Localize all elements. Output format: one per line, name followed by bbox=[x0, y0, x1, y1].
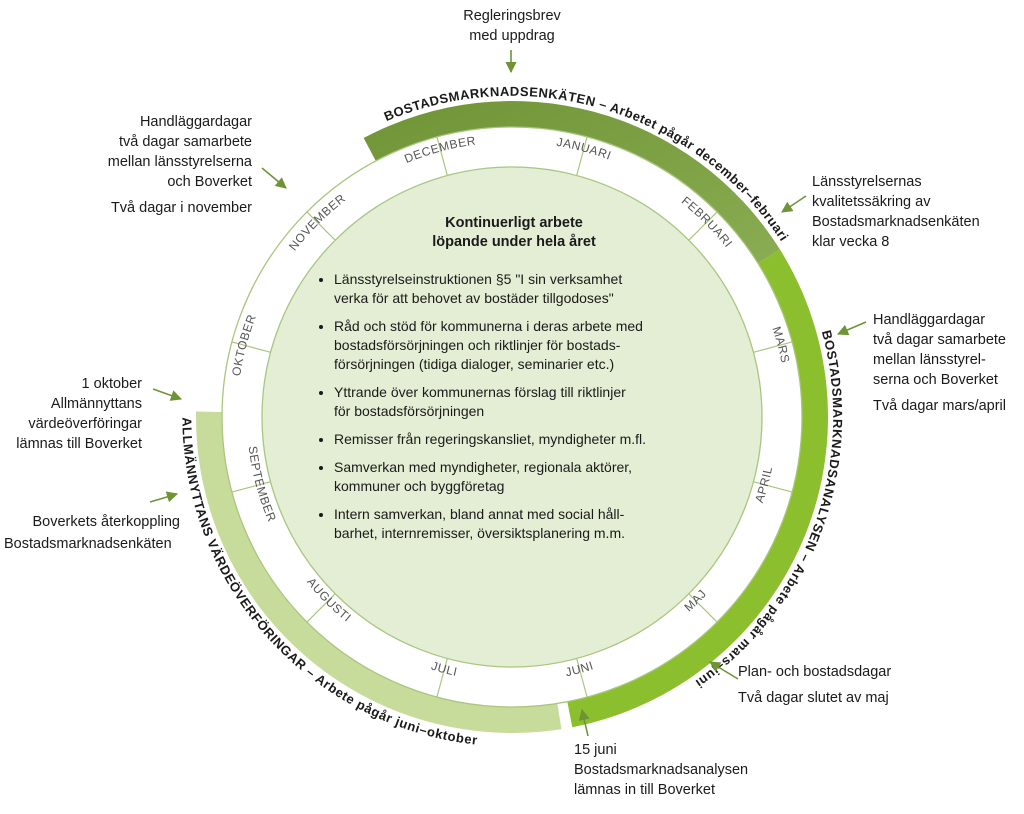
note-line: med uppdrag bbox=[469, 28, 555, 44]
note-line: Regleringsbrev bbox=[463, 8, 561, 24]
list-item: Remisser från regeringskansliet, myndigh… bbox=[334, 430, 710, 449]
note-line: Två dagar slutet av maj bbox=[738, 690, 889, 706]
note-line: Handläggardagar bbox=[873, 312, 986, 328]
process-arcs bbox=[196, 101, 828, 733]
month-divider bbox=[576, 136, 588, 176]
note-line: lämnas till Boverket bbox=[16, 436, 142, 452]
center-title-line: löpande under hela året bbox=[432, 234, 596, 250]
note-15-juni: 15 juni Bostadsmarknadsanalysen lämnas i… bbox=[574, 740, 774, 800]
list-item-line: försörjningen (tidiga dialoger, seminari… bbox=[334, 356, 615, 372]
month-divider bbox=[576, 658, 588, 698]
arrow-plan-bostadsdagar bbox=[709, 661, 739, 680]
note-handlaggardagar-mars: Handläggardagar två dagar samarbete mell… bbox=[873, 310, 1021, 416]
month-divider bbox=[753, 341, 793, 353]
month-divider bbox=[306, 593, 336, 623]
list-item-line: verka för att behovet av bostäder tillgo… bbox=[334, 290, 614, 306]
center-title: Kontinuerligt arbete löpande under hela … bbox=[318, 214, 710, 252]
note-line: Två dagar i november bbox=[110, 200, 252, 216]
note-line: värdeöverföringar bbox=[28, 416, 142, 432]
note-line: Bostadsmarknadsanalysen bbox=[574, 762, 749, 778]
note-aterkoppling: Boverkets återkoppling Bostadsmarknadsen… bbox=[4, 512, 184, 554]
note-plan-bostadsdagar: Plan- och bostadsdagar Två dagar slutet … bbox=[738, 662, 938, 708]
note-line: två dagar samarbete bbox=[119, 134, 252, 150]
note-line: 15 juni bbox=[574, 742, 617, 758]
list-item: Samverkan med myndigheter, regionala akt… bbox=[334, 458, 710, 496]
note-line: serna och Boverket bbox=[873, 372, 998, 388]
note-line: Plan- och bostadsdagar bbox=[738, 664, 892, 680]
note-line: och Boverket bbox=[167, 174, 252, 190]
list-item-line: Yttrande över kommunernas förslag till r… bbox=[334, 384, 626, 400]
month-divider bbox=[688, 593, 718, 623]
note-handlaggardagar-november: Handläggardagar två dagar samarbete mell… bbox=[80, 112, 252, 218]
note-line: klar vecka 8 bbox=[812, 234, 890, 250]
list-item-line: kommuner och byggföretag bbox=[334, 478, 505, 494]
list-item-line: bostadsförsörjningen och riktlinjer för … bbox=[334, 337, 621, 353]
list-item-line: Råd och stöd för kommunerna i deras arbe… bbox=[334, 318, 643, 334]
arc-enkaten bbox=[363, 101, 780, 264]
list-item-line: barhet, internremisser, översiktsplaneri… bbox=[334, 525, 625, 541]
arrow-handlaggardagar-nov bbox=[261, 167, 287, 189]
continuous-work-list: Länsstyrelseinstruktionen §5 "I sin verk… bbox=[318, 270, 710, 543]
list-item: Råd och stöd för kommunerna i deras arbe… bbox=[334, 317, 710, 374]
note-line: Handläggardagar bbox=[139, 114, 252, 130]
note-line: Två dagar mars/april bbox=[873, 398, 1006, 414]
arc-analysen bbox=[567, 249, 828, 728]
callout-arrows bbox=[149, 50, 867, 737]
month-divider bbox=[306, 211, 336, 241]
month-label-juli: JULI bbox=[430, 659, 459, 679]
note-1-oktober: 1 oktober Allmännyttans värdeöverföringa… bbox=[6, 374, 142, 454]
list-item: Intern samverkan, bland annat med social… bbox=[334, 505, 710, 543]
note-line: lämnas in till Boverket bbox=[574, 782, 716, 798]
note-line: mellan länsstyrel- bbox=[873, 352, 986, 368]
list-item-line: Remisser från regeringskansliet, myndigh… bbox=[334, 431, 647, 447]
arrow-handlaggardagar-mars bbox=[836, 321, 867, 336]
note-line: Länsstyrelsernas bbox=[812, 174, 922, 190]
month-divider bbox=[436, 658, 448, 698]
note-regleringsbrev: Regleringsbrev med uppdrag bbox=[452, 6, 572, 46]
list-item: Länsstyrelseinstruktionen §5 "I sin verk… bbox=[334, 270, 710, 308]
month-divider bbox=[436, 136, 448, 176]
note-line: två dagar samarbete bbox=[873, 332, 1006, 348]
month-divider bbox=[231, 341, 271, 353]
arrow-juni bbox=[578, 708, 590, 737]
note-line: kvalitetssäkring av bbox=[812, 194, 931, 210]
note-line: Bostadsmarknadsenkäten bbox=[812, 214, 980, 230]
note-line: Allmännyttans bbox=[50, 396, 142, 412]
center-title-line: Kontinuerligt arbete bbox=[445, 215, 583, 231]
arrow-oktober bbox=[152, 388, 183, 401]
note-line: Bostadsmarknadsenkäten bbox=[4, 536, 172, 552]
month-divider bbox=[753, 481, 793, 493]
month-divider bbox=[231, 481, 271, 493]
continuous-work-box: Kontinuerligt arbete löpande under hela … bbox=[318, 214, 710, 552]
inner-disc bbox=[261, 166, 763, 668]
month-divider bbox=[688, 211, 718, 241]
list-item-line: Länsstyrelseinstruktionen §5 "I sin verk… bbox=[334, 271, 623, 287]
month-ring bbox=[221, 126, 803, 708]
note-line: 1 oktober bbox=[81, 376, 142, 392]
arrow-aterkoppling bbox=[149, 491, 179, 503]
arrow-kvalitetssakring bbox=[781, 195, 807, 213]
list-item: Yttrande över kommunernas förslag till r… bbox=[334, 383, 710, 421]
note-kvalitetssakring: Länsstyrelsernas kvalitetssäkring av Bos… bbox=[812, 172, 1002, 252]
list-item-line: Intern samverkan, bland annat med social… bbox=[334, 506, 625, 522]
list-item-line: Samverkan med myndigheter, regionala akt… bbox=[334, 459, 633, 475]
note-line: mellan länsstyrelserna bbox=[107, 154, 252, 170]
note-line: Boverkets återkoppling bbox=[32, 514, 181, 530]
list-item-line: för bostadsförsörjningen bbox=[334, 403, 485, 419]
